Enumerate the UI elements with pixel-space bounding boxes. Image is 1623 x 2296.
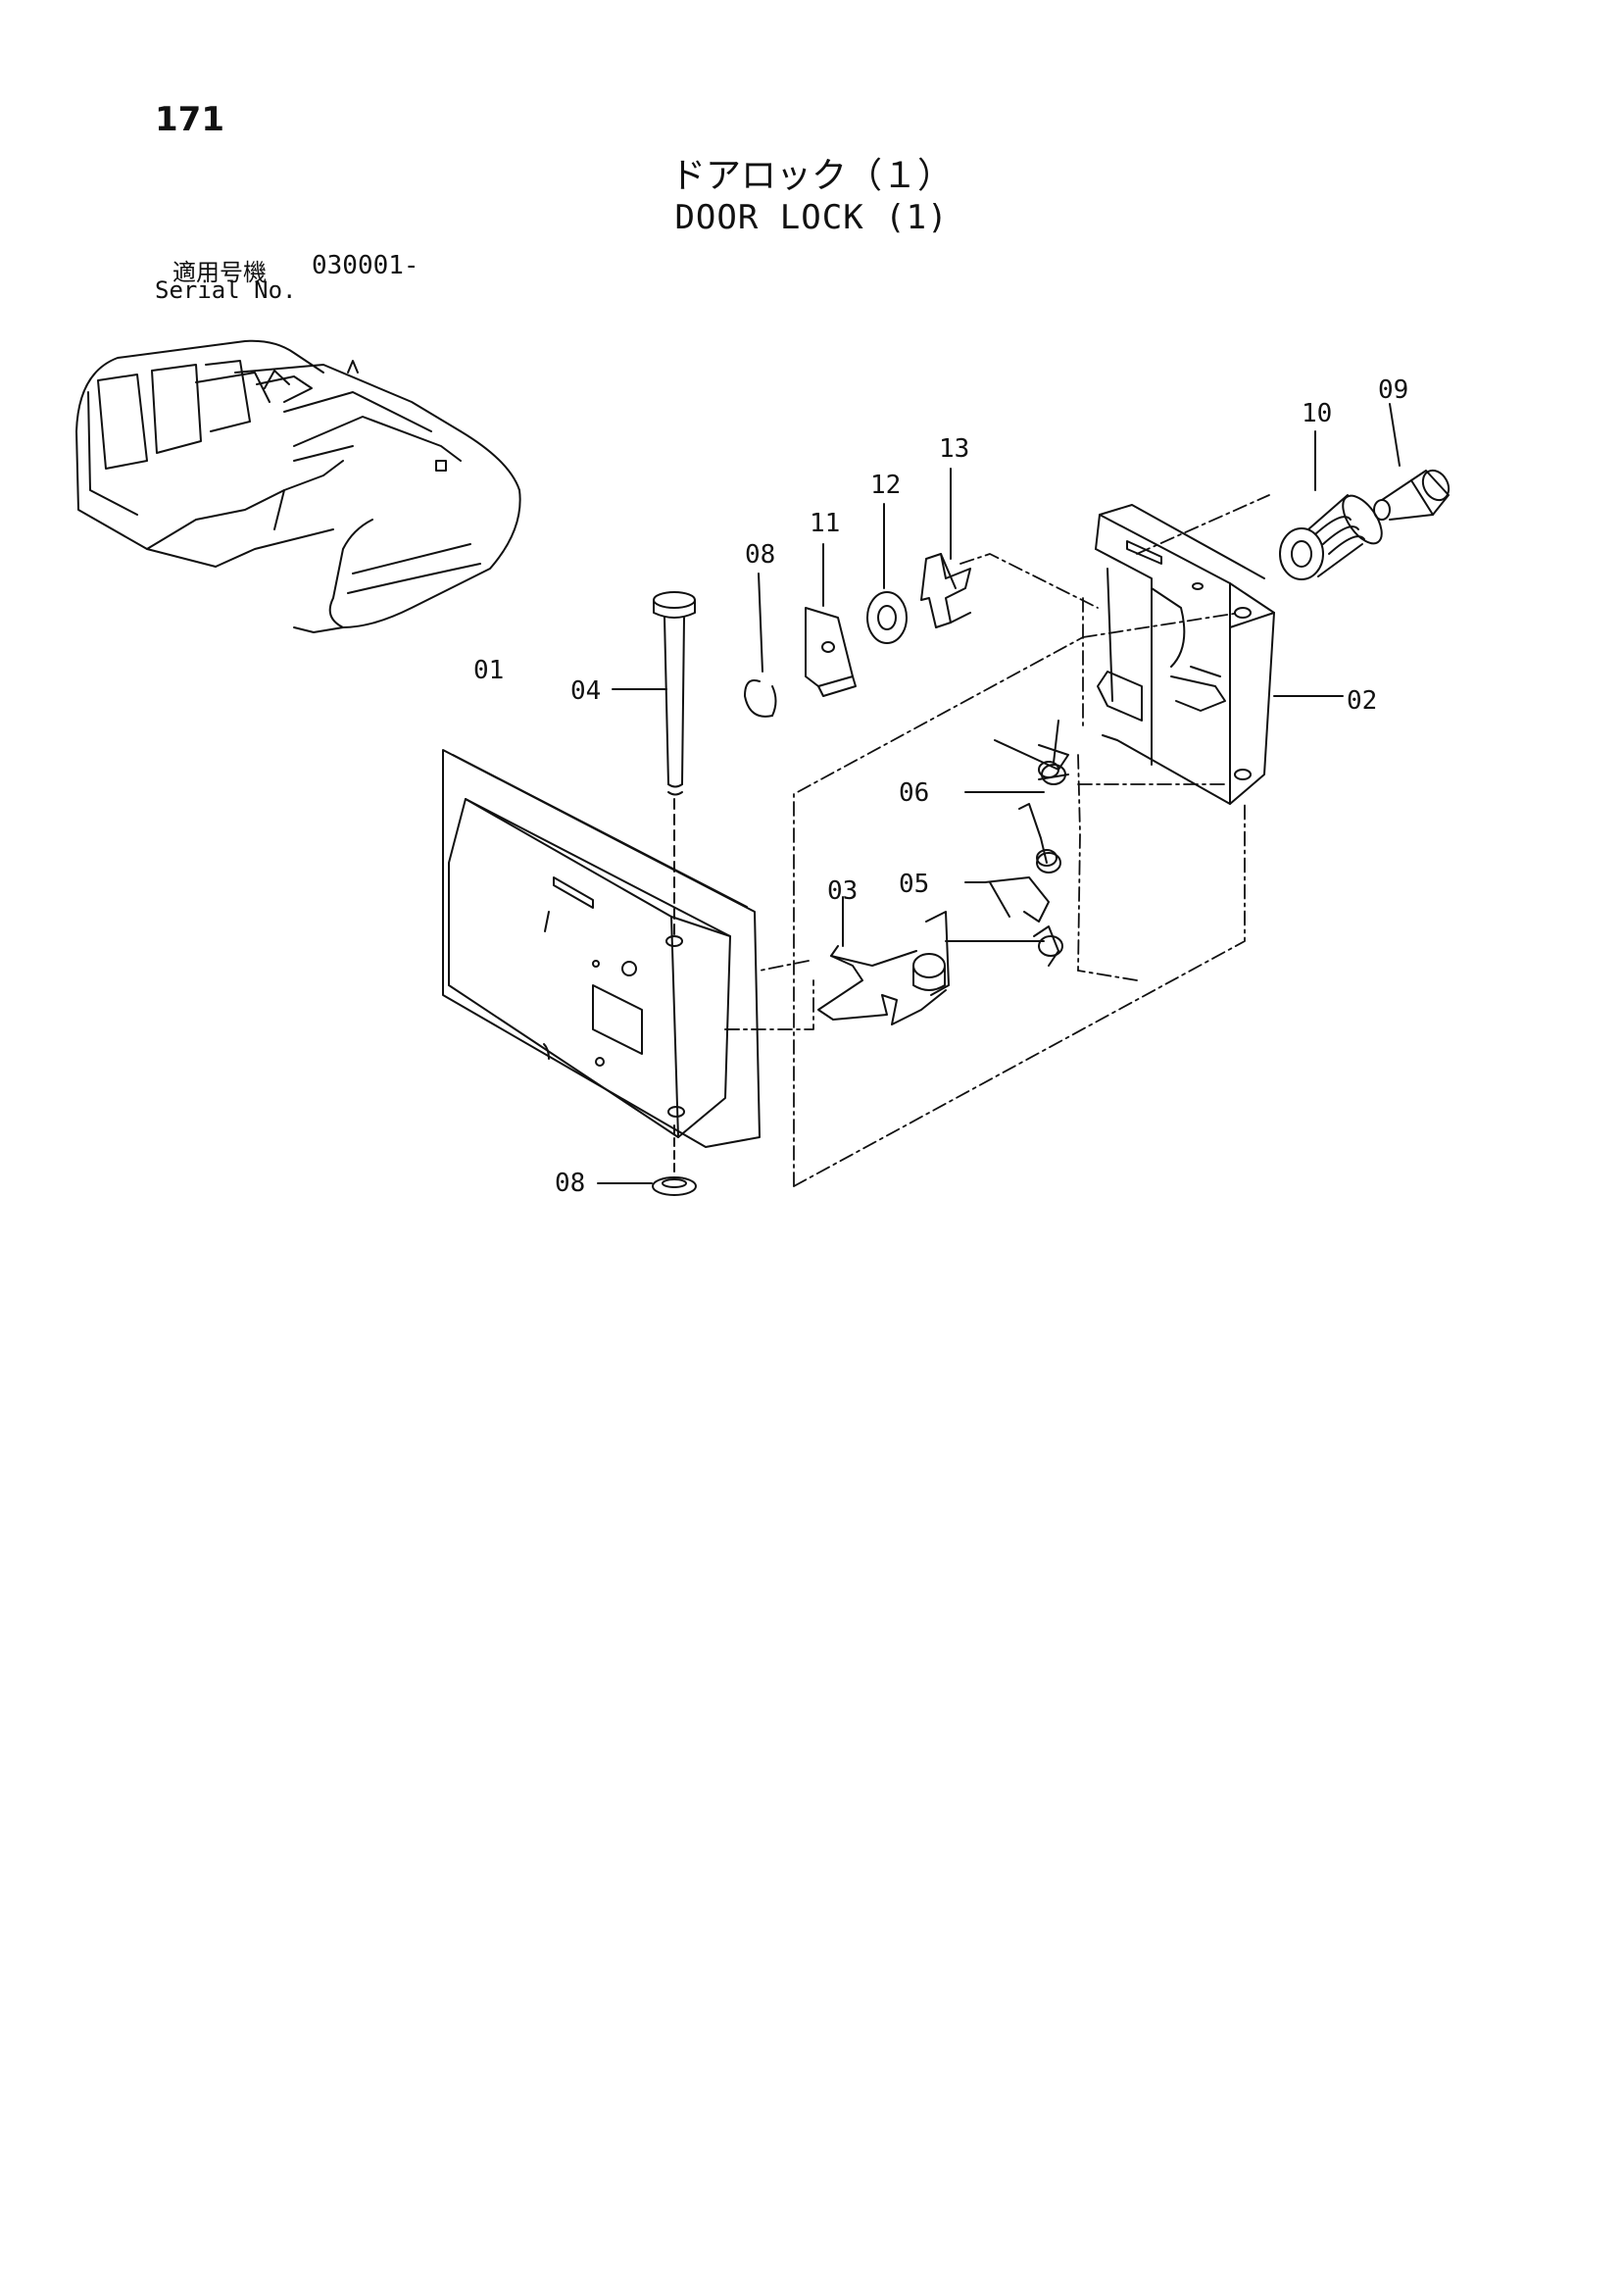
callout-13: 13 xyxy=(939,434,970,464)
serial-number: 030001- xyxy=(312,251,419,280)
part-08-top-ring xyxy=(744,573,777,718)
page-number: 171 xyxy=(155,100,224,139)
excavator-reference-view xyxy=(75,339,521,633)
part-01-lock-housing xyxy=(442,749,761,1148)
serial-label-japanese: 適用号機 xyxy=(172,259,267,286)
part-05-spring xyxy=(964,803,1061,923)
page-title-japanese: ドアロック（１） xyxy=(669,156,953,196)
part-11-plate xyxy=(805,543,857,697)
part-03-lever xyxy=(817,896,1063,1025)
part-10-bushing xyxy=(1279,430,1383,580)
callout-08-bottom: 08 xyxy=(555,1169,586,1198)
part-08-bottom-ring xyxy=(597,1124,697,1196)
callout-05: 05 xyxy=(899,870,930,899)
callout-09: 09 xyxy=(1378,375,1409,405)
page-title-english: DOOR LOCK (1) xyxy=(674,198,949,237)
assembly-guide-lines xyxy=(724,494,1270,1187)
serial-label-english: Serial No. xyxy=(155,276,297,304)
part-06-spring xyxy=(964,720,1069,793)
part-12-washer xyxy=(866,503,908,644)
part-02-bracket xyxy=(1095,504,1344,805)
part-09-pin xyxy=(1373,403,1451,521)
part-13-clip xyxy=(920,468,971,628)
callout-04: 04 xyxy=(570,676,602,706)
callout-12: 12 xyxy=(870,471,902,500)
callout-01: 01 xyxy=(473,656,505,685)
callout-10: 10 xyxy=(1302,399,1333,428)
callout-08-top: 08 xyxy=(745,540,776,570)
callout-02: 02 xyxy=(1347,686,1378,716)
callout-11: 11 xyxy=(810,509,841,538)
part-04-pin xyxy=(612,591,696,937)
callout-06: 06 xyxy=(899,778,930,808)
